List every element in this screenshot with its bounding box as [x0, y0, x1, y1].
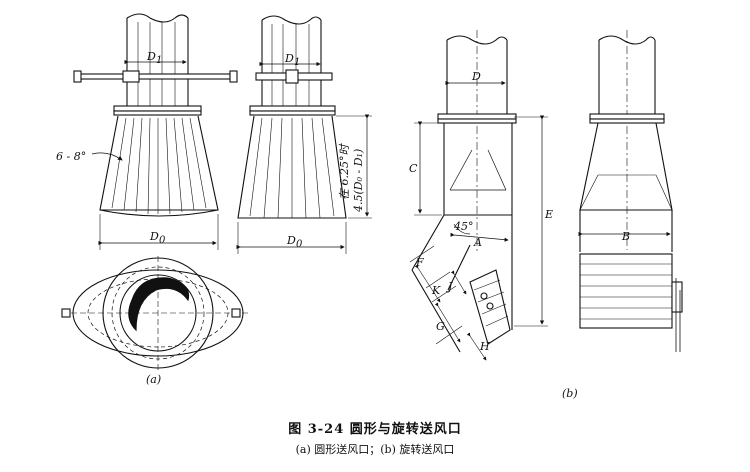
- d0-label-right: D: [286, 234, 296, 247]
- panel-a-label: (a): [146, 373, 161, 386]
- d0-sub-right: 0: [296, 239, 303, 250]
- rotary-diffuser-front-view: [578, 30, 683, 352]
- dim-g: G: [436, 320, 445, 333]
- round-diffuser-elevation-left: [73, 13, 238, 250]
- dim-c: C: [409, 162, 418, 175]
- dim-j: J: [446, 280, 453, 293]
- d1-sub-left: 1: [156, 55, 162, 66]
- dim-a: A: [473, 236, 482, 249]
- round-diffuser-plan-view: [61, 256, 250, 370]
- height-dim-line2: 4.5(D₀ - D₁): [352, 149, 365, 213]
- dim-h: H: [479, 340, 490, 353]
- dim-f: F: [415, 256, 424, 269]
- d0-sub-left: 0: [159, 235, 166, 246]
- dim-d: D: [471, 70, 481, 83]
- d1-label-left: D: [146, 50, 156, 63]
- angle-label: 6 - 8°: [56, 150, 86, 163]
- d1-label-right: D: [284, 52, 294, 65]
- rotary-diffuser-section: [409, 30, 548, 361]
- round-diffuser-elevation-right: [236, 15, 372, 254]
- panel-b-label: (b): [562, 387, 578, 400]
- dim-e: E: [544, 208, 553, 221]
- panel-b-labels: D C E 45° A B F J K G H (b): [409, 70, 630, 400]
- d1-sub-right: 1: [294, 57, 300, 68]
- figure-caption-title: 图 3-24 圆形与旋转送风口: [288, 422, 462, 437]
- dim-b: B: [621, 230, 630, 243]
- figure-caption-subtitle: (a) 圆形送风口；(b) 旋转送风口: [295, 443, 455, 456]
- angle45-label: 45°: [453, 220, 474, 233]
- height-dim-line1: 在 6.25°时: [338, 143, 351, 200]
- panel-a-labels: D 1 6 - 8° D 0 D 1 D 0 在 6.25°时 4.5(D₀ -…: [56, 50, 365, 386]
- d0-label-left: D: [149, 230, 159, 243]
- dim-k: K: [431, 284, 441, 297]
